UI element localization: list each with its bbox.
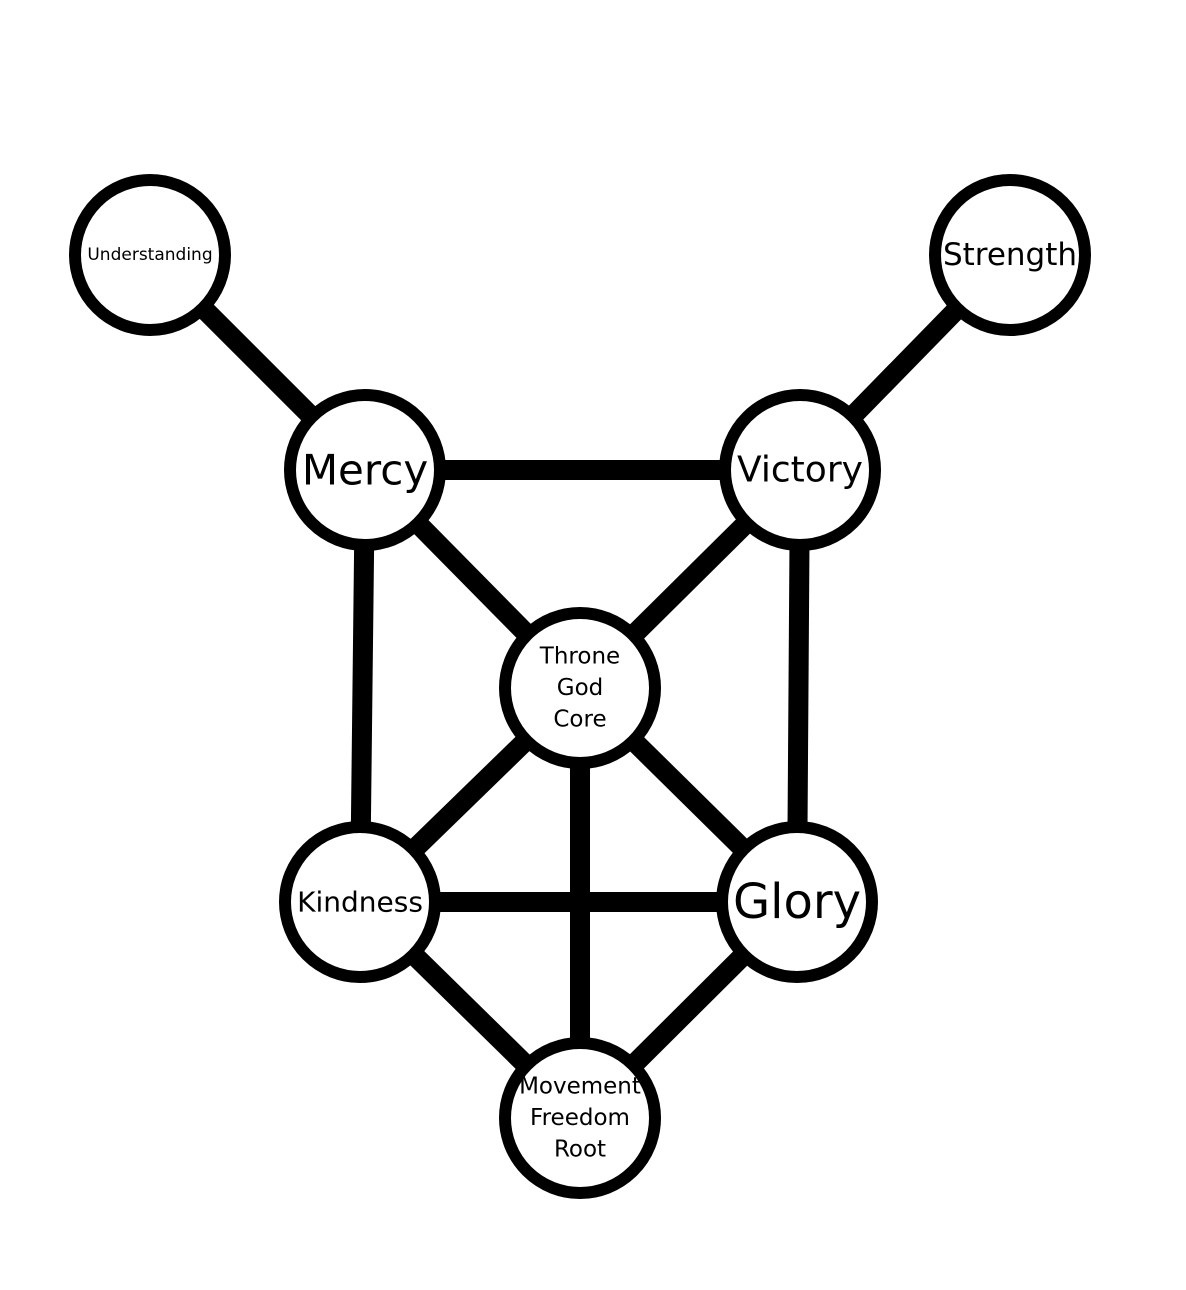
node-label-movement-3: Root (554, 1137, 606, 1163)
node-label-victory: Victory (737, 450, 863, 491)
node-label-throne-1: Throne (539, 643, 620, 669)
node-kindness: Kindness (279, 821, 441, 983)
node-understanding: Understanding (69, 174, 231, 336)
node-circle-strength (929, 174, 1091, 336)
node-mercy: Mercy (284, 389, 446, 551)
node-circle-mercy (284, 389, 446, 551)
node-label-throne-3: Core (553, 707, 606, 733)
node-label-movement-2: Freedom (530, 1105, 630, 1131)
node-circle-throne (499, 607, 661, 769)
node-circle-glory (716, 821, 878, 983)
node-victory: Victory (719, 389, 881, 551)
node-strength: Strength (929, 174, 1091, 336)
node-label-strength: Strength (943, 237, 1077, 273)
node-label-glory: Glory (733, 874, 861, 930)
node-circle-movement (499, 1037, 661, 1199)
node-circle-victory (719, 389, 881, 551)
node-label-throne-2: God (557, 675, 604, 701)
node-label-understanding: Understanding (87, 245, 212, 265)
node-circle-understanding (69, 174, 231, 336)
node-glory: Glory (716, 821, 878, 983)
node-label-mercy: Mercy (302, 446, 428, 495)
node-label-kindness: Kindness (297, 886, 423, 919)
node-label-movement-1: Movement (519, 1073, 641, 1099)
node-circle-kindness (279, 821, 441, 983)
